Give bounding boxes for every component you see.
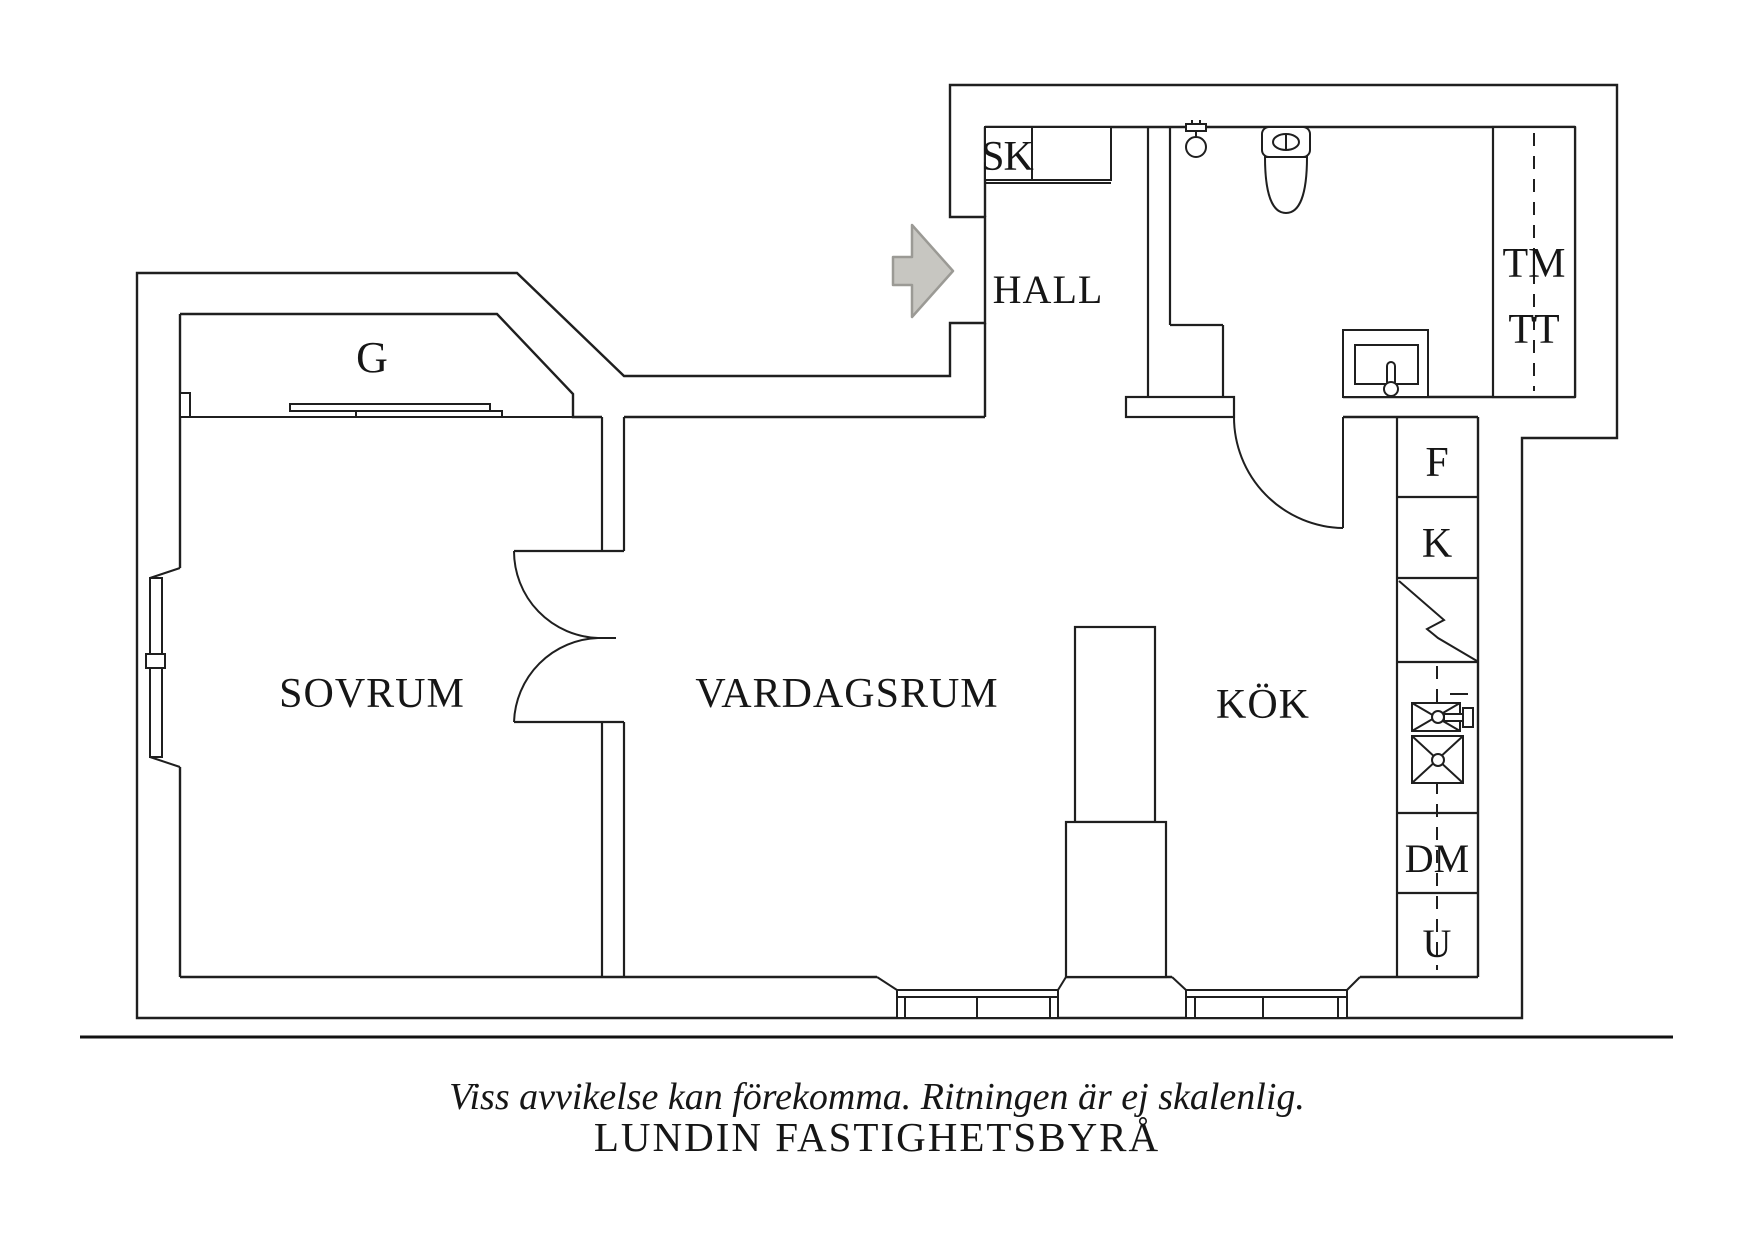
appliance-label-k: K [1422,521,1452,567]
footer-disclaimer: Viss avvikelse kan förekomma. Ritningen … [449,1076,1305,1118]
radiator-livingroom [876,976,1067,1019]
bathroom-door [1233,416,1344,529]
kitchen-cabinets [1395,417,1478,977]
hall-bathroom-walls [1146,127,1225,397]
exterior-walls [135,83,1619,1020]
chimney-stack [1064,625,1168,979]
bedroom-livingroom-wall [514,417,626,977]
closet-label-sk: SK [981,134,1033,180]
bedroom-window [145,567,181,768]
room-label-kok: KÖK [1216,682,1310,728]
closet-sk [984,126,1112,184]
shower-icon [1185,120,1207,158]
footer-company: LUNDIN FASTIGHETSBYRÅ [594,1114,1160,1160]
double-door-arc [513,550,616,723]
appliance-label-u: U [1423,921,1452,966]
closet-g-sliding-doors [179,392,602,418]
appliance-label-f: F [1425,440,1448,486]
washer-dryer-cabinet [1491,125,1577,399]
closet-label-g: G [356,333,388,382]
radiator-kitchen [1171,976,1361,1019]
stove-icon [1411,735,1464,784]
room-label-hall: HALL [993,267,1104,312]
kitchen-counter-break [1398,580,1478,662]
appliance-label-tm: TM [1503,241,1566,287]
room-label-vardagsrum: VARDAGSRUM [695,671,998,717]
appliance-label-tt: TT [1508,307,1559,353]
wall-stub [1124,395,1236,419]
toilet-icon [1261,126,1311,215]
room-label-sovrum: SOVRUM [279,671,465,717]
entrance-arrow-icon [891,223,955,319]
bathroom-sink [1342,329,1429,398]
appliance-label-dm: DM [1405,836,1469,881]
kitchen-sink [1411,693,1474,732]
